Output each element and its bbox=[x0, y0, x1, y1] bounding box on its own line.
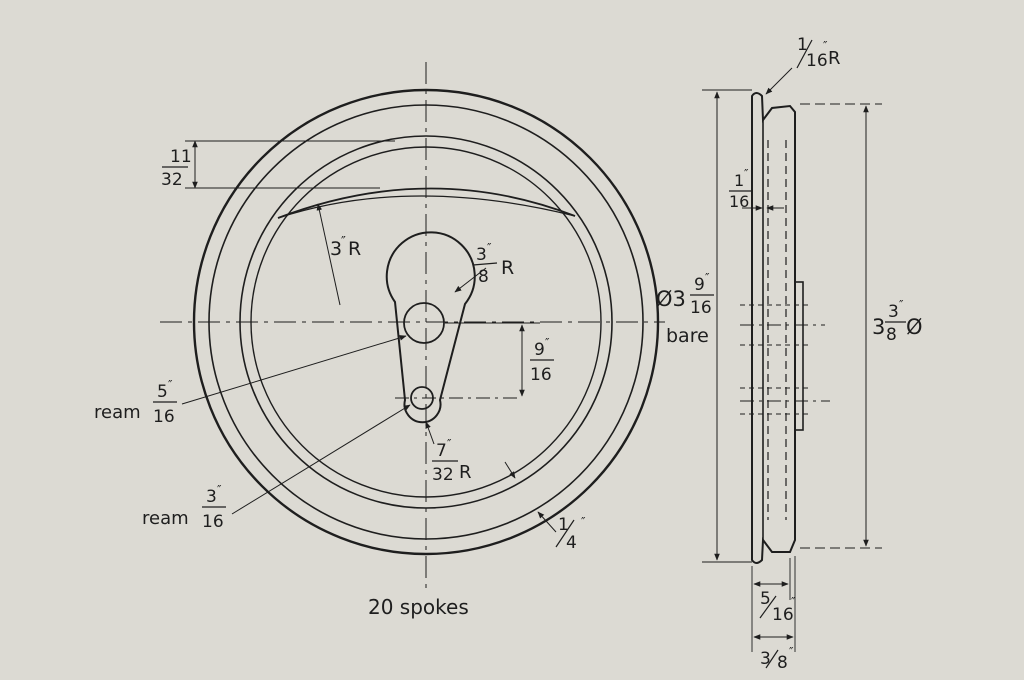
svg-text:Ø3: Ø3 bbox=[656, 287, 686, 311]
svg-text:ream: ream bbox=[142, 508, 189, 529]
rim-circle-2 bbox=[208, 104, 644, 540]
svg-text:R: R bbox=[501, 257, 514, 279]
svg-text:″: ″ bbox=[217, 483, 222, 497]
svg-text:3: 3 bbox=[206, 487, 217, 507]
svg-text:4: 4 bbox=[566, 533, 577, 553]
svg-text:″: ″ bbox=[341, 235, 346, 250]
svg-text:16: 16 bbox=[806, 51, 828, 71]
wheel-profile bbox=[751, 92, 796, 564]
svg-text:5: 5 bbox=[760, 589, 771, 609]
label-ream-large: ream 5 ″ 16 bbox=[94, 378, 177, 427]
label-ream-small: ream 3 ″ 16 bbox=[142, 483, 226, 532]
rim-circle-3 bbox=[239, 135, 613, 509]
svg-text:Ø: Ø bbox=[906, 315, 923, 339]
label-hole-spacing: 9 ″ 16 bbox=[530, 336, 554, 385]
label-rim-width: 1 4 ″ bbox=[555, 515, 586, 553]
svg-text:R: R bbox=[828, 48, 841, 69]
svg-text:3: 3 bbox=[330, 238, 342, 260]
svg-text:11: 11 bbox=[170, 147, 192, 167]
label-edge-radius: 1 16 ″ R bbox=[796, 35, 841, 71]
svg-text:9: 9 bbox=[694, 275, 705, 295]
svg-text:″: ″ bbox=[168, 378, 173, 392]
label-arc-radius: 3 ″ R bbox=[330, 235, 361, 260]
svg-text:16: 16 bbox=[202, 512, 224, 532]
svg-text:3: 3 bbox=[872, 315, 885, 339]
svg-text:8: 8 bbox=[777, 653, 788, 673]
svg-text:″: ″ bbox=[744, 167, 749, 181]
spoke-count-caption: 20 spokes bbox=[368, 595, 469, 619]
svg-text:8: 8 bbox=[886, 325, 897, 345]
crank-boss-outline bbox=[385, 231, 476, 424]
svg-text:″: ″ bbox=[705, 271, 710, 285]
label-web-thickness: 1 ″ 16 bbox=[729, 167, 752, 211]
svg-text:R: R bbox=[459, 462, 472, 483]
svg-text:ream: ream bbox=[94, 402, 141, 423]
label-rim-thickness: 11 32 bbox=[161, 147, 192, 190]
axle-hole bbox=[403, 302, 445, 344]
svg-text:bare: bare bbox=[666, 325, 709, 347]
small-radius-leader bbox=[425, 421, 435, 445]
boss-protrusion bbox=[794, 281, 804, 431]
side-view: 1 16 ″ R 1 ″ 16 3 3 ″ 8 Ø 5 16 ″ 3 bbox=[702, 35, 923, 673]
svg-text:3: 3 bbox=[888, 302, 899, 322]
svg-text:″: ″ bbox=[791, 595, 796, 609]
svg-text:″: ″ bbox=[447, 437, 452, 451]
svg-text:″: ″ bbox=[789, 645, 794, 659]
svg-text:8: 8 bbox=[478, 267, 489, 287]
label-overall-depth: 3 8 ″ bbox=[760, 645, 794, 673]
svg-text:3: 3 bbox=[760, 649, 771, 669]
svg-text:″: ″ bbox=[899, 298, 904, 312]
svg-text:″: ″ bbox=[823, 39, 828, 53]
svg-text:16: 16 bbox=[530, 365, 552, 385]
inner-rim-circle bbox=[250, 146, 602, 498]
rim-width-arrow-inner bbox=[504, 461, 516, 479]
svg-text:R: R bbox=[348, 238, 361, 260]
ream-large-leader bbox=[181, 335, 407, 405]
svg-text:16: 16 bbox=[153, 407, 175, 427]
crank-pin-hole bbox=[410, 386, 434, 410]
svg-text:16: 16 bbox=[690, 298, 712, 318]
svg-text:1: 1 bbox=[734, 171, 744, 190]
svg-text:5: 5 bbox=[157, 382, 168, 402]
label-overall-diameter: 3 3 ″ 8 Ø bbox=[872, 298, 923, 345]
svg-text:1: 1 bbox=[558, 515, 569, 535]
svg-text:1: 1 bbox=[797, 35, 808, 55]
svg-text:16: 16 bbox=[772, 605, 794, 625]
rim-width-arrow-outer bbox=[537, 511, 557, 533]
arc-radius-leader bbox=[316, 203, 341, 306]
edge-radius-leader bbox=[765, 67, 793, 95]
ream-small-leader bbox=[231, 404, 411, 515]
svg-text:7: 7 bbox=[436, 441, 447, 461]
counterweight-arc-inner bbox=[277, 195, 576, 219]
svg-text:32: 32 bbox=[161, 170, 183, 190]
label-rim-depth: 5 16 ″ bbox=[759, 589, 796, 625]
svg-text:9: 9 bbox=[534, 340, 545, 360]
svg-text:16: 16 bbox=[729, 192, 749, 211]
label-small-radius: 7 ″ 32 R bbox=[432, 437, 472, 485]
svg-text:″: ″ bbox=[487, 241, 492, 255]
front-view: 11 32 3 ″ R 3 ″ 8 R Ø3 9 ″ 16 bare 9 ″ bbox=[94, 62, 714, 619]
label-boss-radius: 3 ″ 8 R bbox=[472, 241, 514, 287]
svg-text:″: ″ bbox=[581, 515, 586, 529]
label-outer-diameter: Ø3 9 ″ 16 bare bbox=[656, 271, 714, 347]
svg-text:″: ″ bbox=[545, 336, 550, 350]
boss-radius-leader bbox=[454, 267, 487, 293]
svg-text:32: 32 bbox=[432, 465, 454, 485]
svg-text:3: 3 bbox=[476, 245, 487, 265]
